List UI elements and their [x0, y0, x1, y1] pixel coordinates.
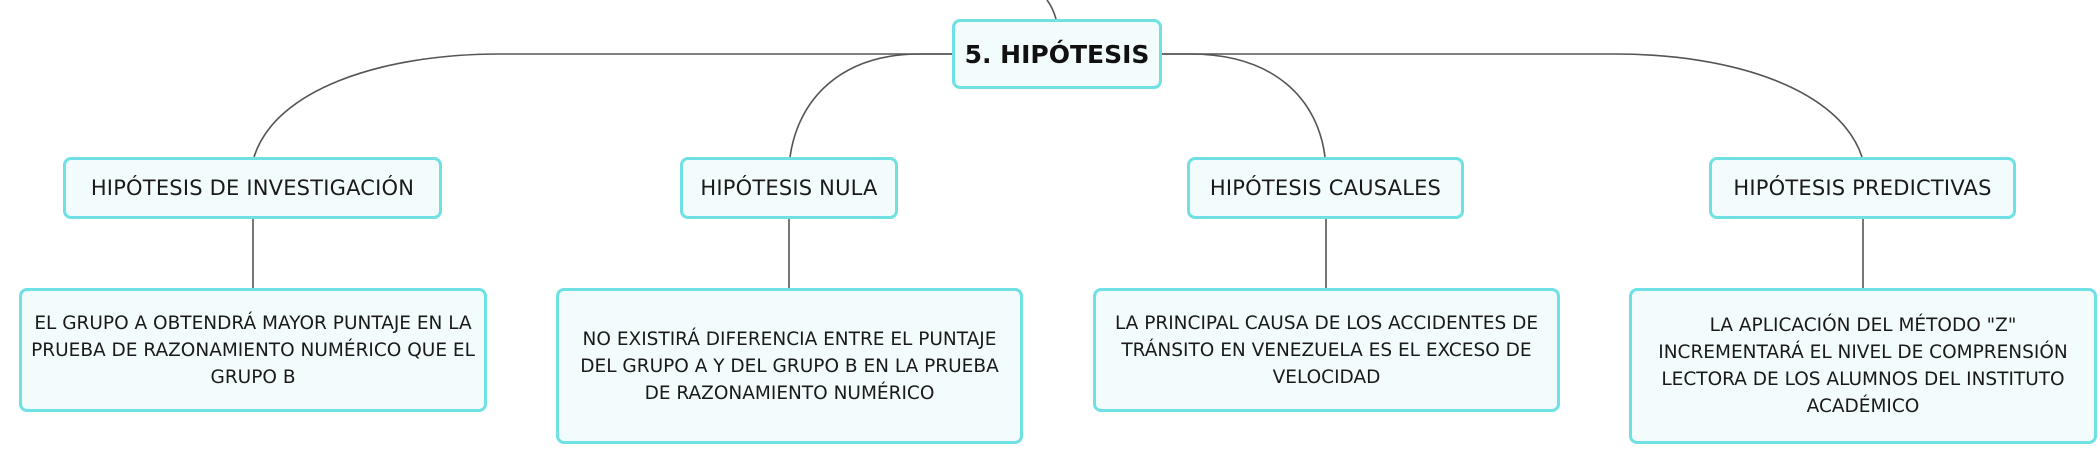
connector-root-causales [1162, 53, 1326, 158]
topic-hipotesis-predictivas[interactable]: HIPÓTESIS PREDICTIVAS [1709, 157, 2016, 219]
topic-label: HIPÓTESIS CAUSALES [1209, 176, 1442, 200]
example-investigacion[interactable]: EL GRUPO A OBTENDRÁ MAYOR PUNTAJE EN LA … [19, 288, 487, 412]
connector-root-nula [789, 53, 952, 158]
example-predictivas[interactable]: LA APLICACIÓN DEL MÉTODO "Z" INCREMENTAR… [1629, 288, 2097, 444]
topic-label: HIPÓTESIS NULA [700, 176, 878, 200]
example-text: LA APLICACIÓN DEL MÉTODO "Z" INCREMENTAR… [1658, 315, 2068, 417]
root-node[interactable]: 5. HIPÓTESIS [952, 19, 1162, 89]
topic-hipotesis-investigacion[interactable]: HIPÓTESIS DE INVESTIGACIÓN [63, 157, 442, 219]
example-nula[interactable]: NO EXISTIRÁ DIFERENCIA ENTRE EL PUNTAJE … [556, 288, 1023, 444]
example-text: EL GRUPO A OBTENDRÁ MAYOR PUNTAJE EN LA … [31, 312, 475, 388]
connector-root-investigacion [253, 53, 952, 158]
topic-hipotesis-nula[interactable]: HIPÓTESIS NULA [680, 157, 898, 219]
example-text: NO EXISTIRÁ DIFERENCIA ENTRE EL PUNTAJE … [580, 328, 999, 404]
topic-label: HIPÓTESIS PREDICTIVAS [1733, 176, 1992, 200]
connector-root-predictivas [1162, 53, 1863, 158]
topic-hipotesis-causales[interactable]: HIPÓTESIS CAUSALES [1187, 157, 1464, 219]
topic-label: HIPÓTESIS DE INVESTIGACIÓN [90, 176, 415, 200]
root-label: 5. HIPÓTESIS [964, 39, 1150, 69]
example-causales[interactable]: LA PRINCIPAL CAUSA DE LOS ACCIDENTES DE … [1093, 288, 1560, 412]
example-text: LA PRINCIPAL CAUSA DE LOS ACCIDENTES DE … [1114, 312, 1539, 388]
parent-connector [1046, 0, 1057, 20]
